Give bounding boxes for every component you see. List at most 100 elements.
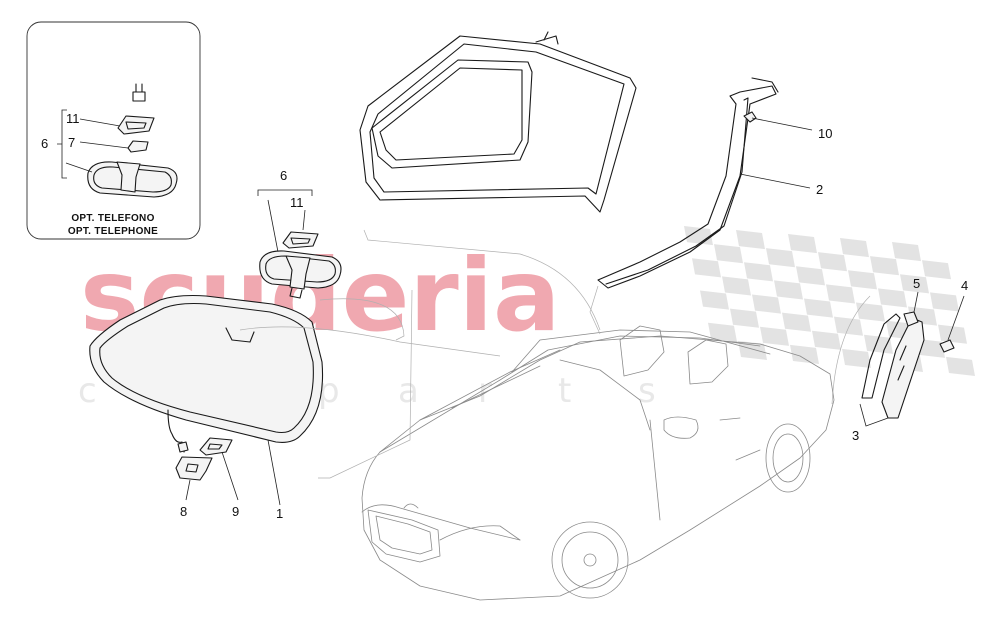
car-seat-right	[687, 339, 729, 385]
watermark-checker-flag	[684, 226, 975, 376]
door-seal-rear	[597, 85, 777, 289]
leader-4	[947, 295, 965, 341]
inset-caption-line2: OPT. TELEPHONE	[68, 226, 158, 237]
seal-clip-part	[743, 111, 757, 123]
inset-wire-connector	[132, 83, 146, 102]
checker-square	[774, 280, 803, 300]
pillar-trim-group: 5 4 3	[831, 276, 968, 443]
checker-square	[766, 248, 795, 268]
car-front-wheel	[551, 521, 629, 599]
leader-3	[859, 403, 889, 427]
sensor-bracket-b-detail	[207, 443, 223, 450]
windscreen-mirror-notch	[225, 327, 255, 343]
guide-mirror-to-car	[319, 298, 405, 341]
inset-mirror-cover-detail	[125, 121, 147, 130]
car-windscreen-frame	[419, 349, 561, 421]
car-badge	[403, 503, 419, 509]
door-seal-part: 10 2	[359, 31, 832, 289]
checker-square	[684, 226, 713, 246]
guide-screen-top	[239, 326, 501, 357]
checker-square	[864, 334, 893, 354]
leader-10	[751, 117, 813, 131]
callout-2: 2	[816, 182, 823, 197]
watermark-tagline-letter: c	[78, 371, 97, 411]
callout-5: 5	[913, 276, 920, 291]
inset-group-bracket	[57, 109, 67, 179]
guide-door-to-car	[363, 229, 601, 331]
callout-10: 10	[818, 126, 832, 141]
checker-square	[692, 258, 721, 278]
car-grille	[367, 509, 441, 563]
mirror-group-leaders	[267, 199, 306, 253]
mirror-group: 6 11	[257, 168, 342, 299]
inset-leader-lines	[65, 118, 129, 173]
trim-clip-part	[903, 311, 919, 327]
checker-square	[856, 302, 885, 322]
car-windscreen-glass	[511, 329, 771, 373]
pillar-trim-holes	[897, 345, 907, 381]
car-rear-wheel-rim	[772, 433, 804, 483]
checker-square	[938, 324, 967, 344]
car-windscreen-top	[379, 335, 761, 453]
inset-label-6: 6	[41, 136, 48, 151]
leader-2	[739, 173, 811, 189]
rear-view-mirror-stem	[289, 287, 303, 299]
leader-5	[913, 291, 919, 313]
callout-8: 8	[180, 504, 187, 519]
sensor-bracket-a-detail	[185, 463, 199, 473]
windscreen-glass	[99, 302, 314, 434]
checker-square	[870, 256, 899, 276]
checker-square	[714, 244, 743, 264]
car-door-line	[559, 359, 651, 431]
inset-rear-mirror-glass	[93, 166, 172, 193]
watermark-tagline-letter: t	[558, 371, 571, 411]
door-seal-rear-inner	[605, 97, 749, 285]
door-seal-outer-inner-edge	[369, 43, 625, 195]
sensor-bracket-a	[175, 456, 213, 481]
callout-4: 4	[961, 278, 968, 293]
checker-square	[930, 292, 959, 312]
checker-square	[826, 284, 855, 304]
inset-panel: 6 11 7 OPT. TELEFONO OPT. TELEPHONE	[26, 21, 201, 240]
checker-square	[878, 288, 907, 308]
watermark-tagline-letter: r	[478, 371, 492, 411]
mirror-cover-part	[282, 231, 319, 249]
sensor-brackets: 8 9	[175, 437, 239, 519]
checker-square	[744, 262, 773, 282]
callout-6: 6	[280, 168, 287, 183]
inset-label-7: 7	[68, 135, 75, 150]
inset-label-11: 11	[66, 111, 80, 126]
mirror-group-bracket	[257, 189, 313, 196]
door-seal-window	[371, 59, 533, 169]
checker-square	[790, 344, 819, 364]
checker-square	[788, 234, 817, 254]
checker-square	[834, 316, 863, 336]
car-front-wheel-hub	[583, 553, 597, 567]
checker-square	[900, 274, 929, 294]
inset-caption-line1: OPT. TELEFONO	[71, 213, 154, 224]
checker-square	[946, 356, 975, 376]
checker-square	[736, 230, 765, 250]
car-side-mirror	[663, 416, 699, 439]
car-headlight	[439, 525, 521, 541]
checker-square	[796, 266, 825, 286]
checker-square	[730, 308, 759, 328]
car-seat-left	[619, 325, 665, 377]
guide-seal-to-car	[589, 285, 601, 335]
checker-square	[922, 260, 951, 280]
car-front-wheel-rim	[561, 531, 619, 589]
checker-square	[848, 270, 877, 290]
windscreen-wire-connector	[177, 441, 189, 453]
checker-square	[782, 312, 811, 332]
inset-frame	[26, 21, 201, 240]
door-seal-tab	[535, 31, 559, 45]
car-bumper-line	[361, 504, 521, 541]
car-grille-inner	[375, 515, 433, 555]
sensor-bracket-b	[199, 437, 233, 456]
watermark-tagline-letter: a	[398, 371, 419, 411]
watermark-tagline-letter: s	[638, 371, 656, 411]
checker-square	[818, 252, 847, 272]
checker-square	[892, 242, 921, 262]
leader-8-9	[185, 451, 239, 501]
